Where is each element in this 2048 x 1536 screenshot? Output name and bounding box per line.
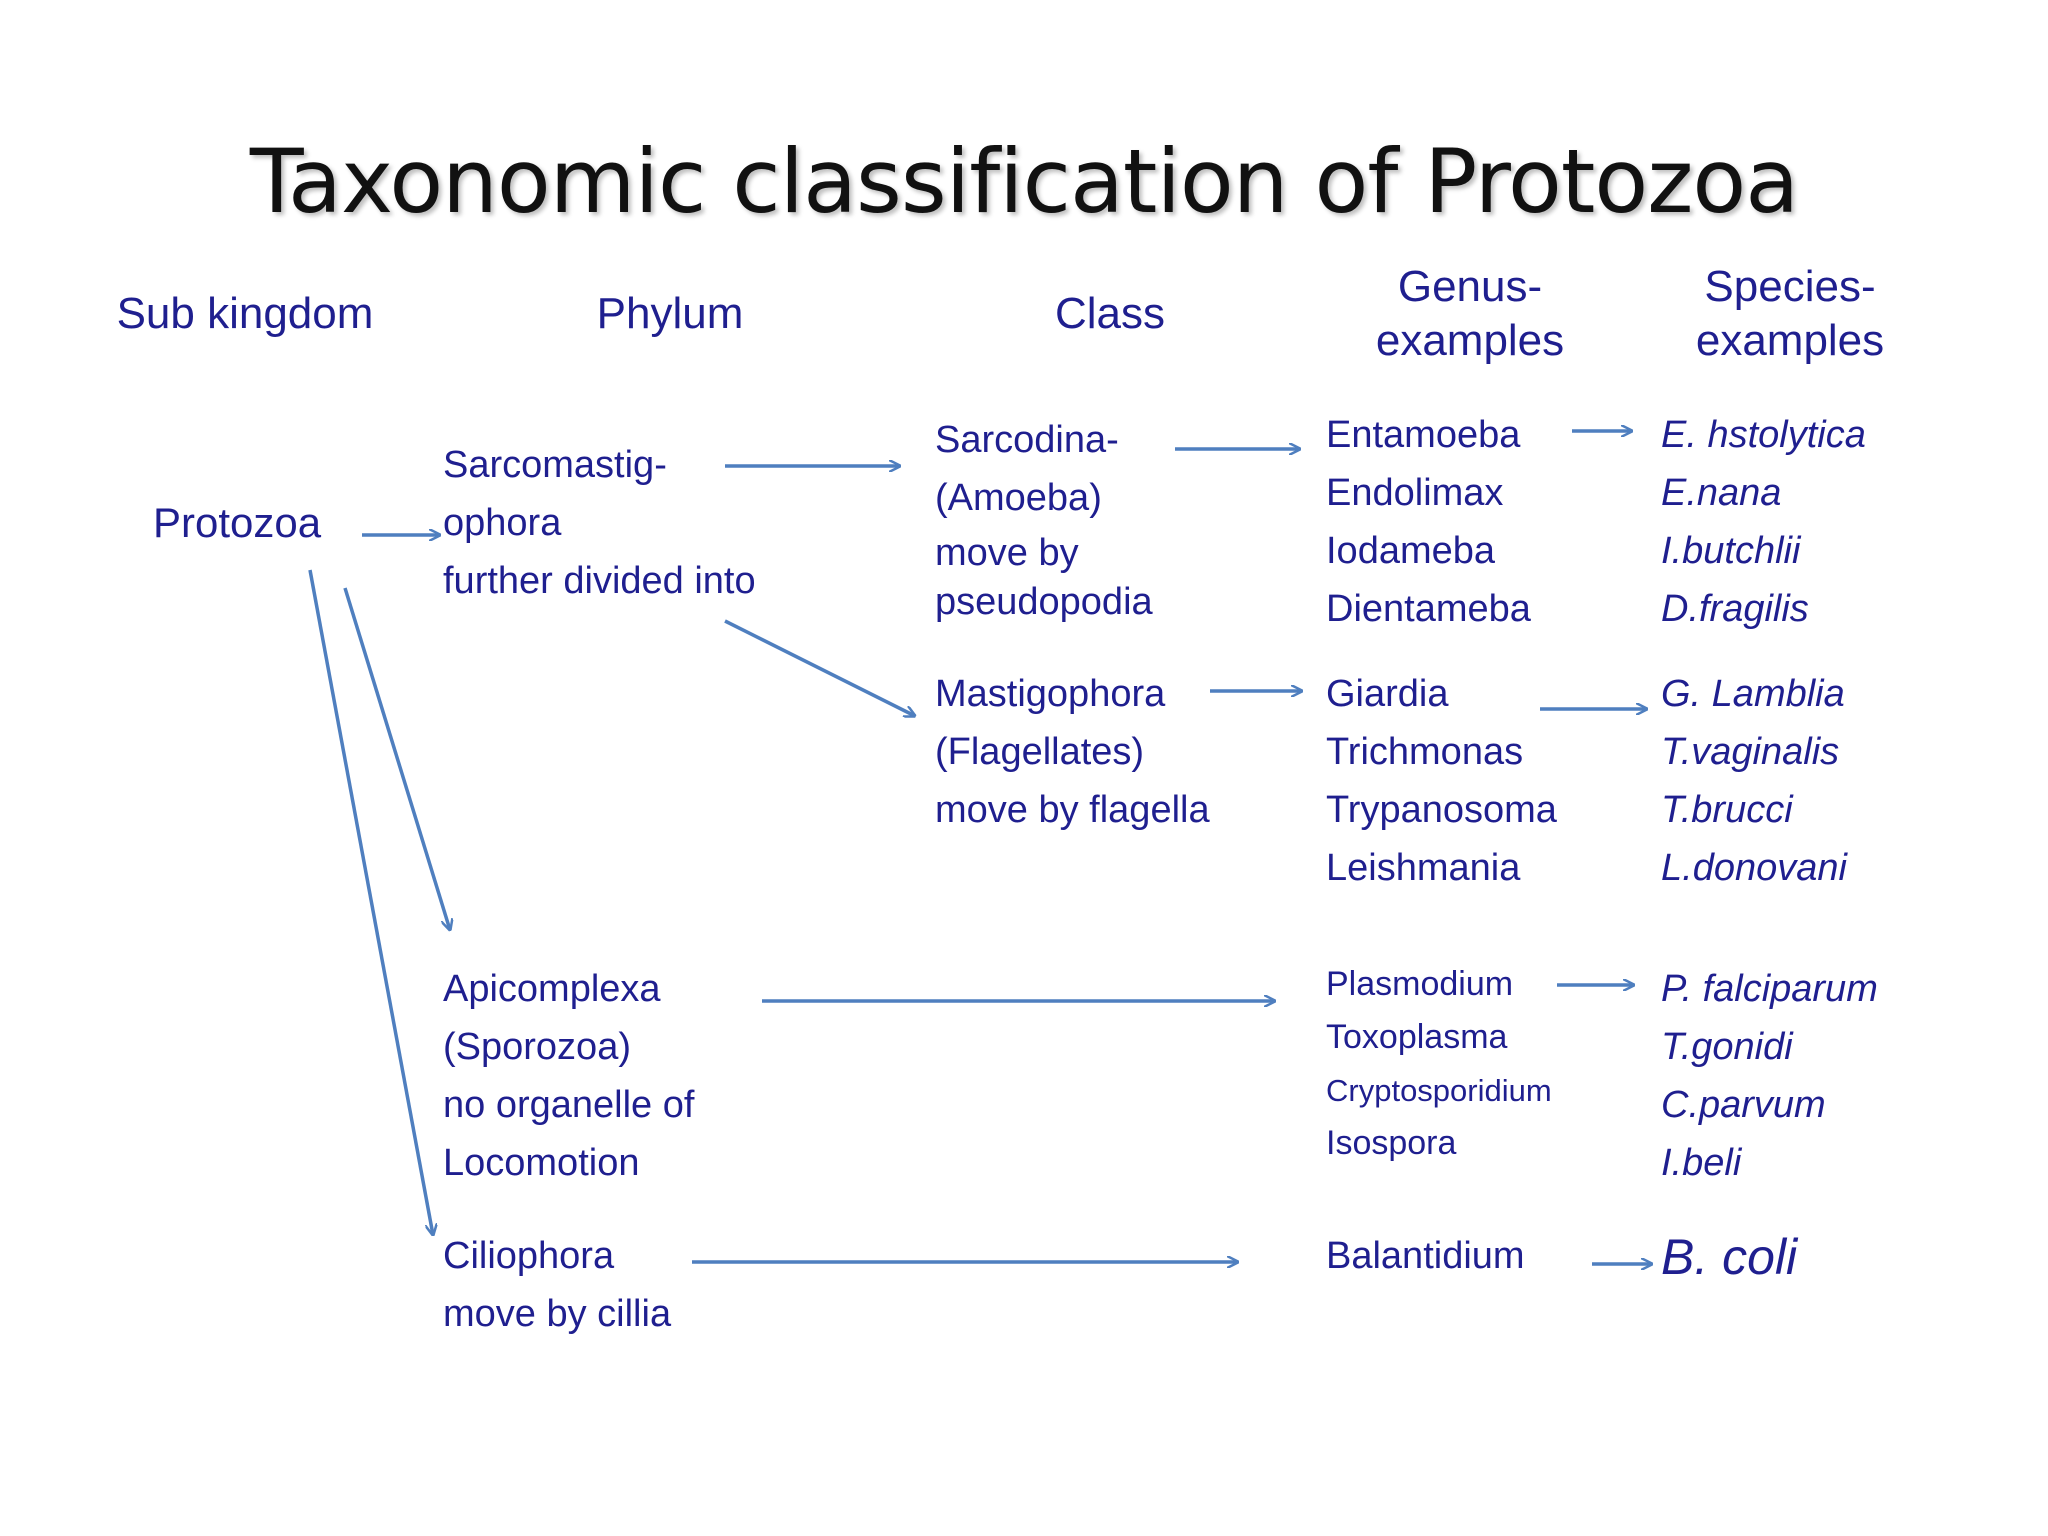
- species-item: E.nana: [1661, 472, 1782, 514]
- class-sarcodina: Sarcodina- (Amoeba) move by pseudopodia: [935, 411, 1153, 625]
- phylum-apicomplexa-line: Locomotion: [443, 1142, 640, 1184]
- genus-item: Endolimax: [1326, 472, 1504, 514]
- phylum-apicomplexa-line: Apicomplexa: [443, 968, 661, 1010]
- phylum-apicomplexa-line: no organelle of: [443, 1084, 695, 1126]
- species-item: L.donovani: [1661, 847, 1847, 889]
- genus-item: Cryptosporidium: [1326, 1073, 1552, 1108]
- species-item: G. Lamblia: [1661, 673, 1845, 715]
- genus-ciliophora: Balantidium: [1326, 1227, 1525, 1285]
- species-item: I.beli: [1661, 1142, 1742, 1184]
- class-sarcodina-line: move by: [935, 532, 1079, 574]
- species-item: E. hstolytica: [1661, 414, 1866, 456]
- phylum-sarcomastigophora: Sarcomastig- ophora further divided into: [443, 436, 756, 610]
- phylum-ciliophora-line: move by cillia: [443, 1293, 672, 1335]
- header-phylum: Phylum: [596, 289, 744, 338]
- class-sarcodina-line: Sarcodina-: [935, 419, 1119, 461]
- header-subkingdom: Sub kingdom: [116, 289, 374, 338]
- species-sarcodina: E. hstolytica E.nana I.butchlii D.fragil…: [1661, 406, 1866, 638]
- species-item: C.parvum: [1661, 1084, 1826, 1126]
- species-item: P. falciparum: [1661, 968, 1878, 1010]
- genus-item: Leishmania: [1326, 847, 1521, 889]
- header-genus-line2: examples: [1375, 316, 1565, 365]
- species-item: I.butchlii: [1661, 530, 1801, 572]
- genus-item: Plasmodium: [1326, 965, 1514, 1003]
- species-item: D.fragilis: [1661, 588, 1809, 630]
- class-sarcodina-line: pseudopodia: [935, 581, 1153, 623]
- arrow-protozoa-to-apicomplexa: [343, 587, 450, 930]
- genus-item: Giardia: [1326, 673, 1449, 715]
- genus-item: Entamoeba: [1326, 414, 1521, 456]
- header-species: Species- examples: [1620, 260, 1960, 368]
- phylum-ciliophora-line: Ciliophora: [443, 1235, 615, 1277]
- phylum-sarcomastigophora-line: ophora: [443, 502, 562, 544]
- header-class: Class: [1054, 289, 1166, 338]
- header-genus-line1: Genus-: [1397, 262, 1543, 311]
- species-item: T.gonidi: [1661, 1026, 1793, 1068]
- class-mastigophora-line: Mastigophora: [935, 673, 1166, 715]
- phylum-sarcomastigophora-line: Sarcomastig-: [443, 444, 667, 486]
- genus-apicomplexa: Plasmodium Toxoplasma Cryptosporidium Is…: [1326, 958, 1552, 1170]
- genus-item: Trichmonas: [1326, 731, 1524, 773]
- class-sarcodina-line: (Amoeba): [935, 477, 1102, 519]
- phylum-ciliophora: Ciliophora move by cillia: [443, 1227, 671, 1343]
- genus-sarcodina: Entamoeba Endolimax Iodameba Dientameba: [1326, 406, 1531, 638]
- header-species-line2: examples: [1695, 316, 1885, 365]
- subkingdom-protozoa: Protozoa: [153, 499, 322, 546]
- species-apicomplexa: P. falciparum T.gonidi C.parvum I.beli: [1661, 960, 1878, 1192]
- genus-item: Trypanosoma: [1326, 789, 1557, 831]
- header-genus: Genus- examples: [1300, 260, 1640, 368]
- phylum-sarcomastigophora-line: further divided into: [443, 560, 756, 602]
- genus-item: Iodameba: [1326, 530, 1496, 572]
- arrow-sarcomastigophora-to-mastigophora: [724, 619, 915, 716]
- species-mastigophora: G. Lamblia T.vaginalis T.brucci L.donova…: [1661, 665, 1847, 897]
- species-item: T.brucci: [1661, 789, 1793, 831]
- phylum-apicomplexa-line: (Sporozoa): [443, 1026, 631, 1068]
- genus-item: Balantidium: [1326, 1235, 1525, 1277]
- class-mastigophora-line: (Flagellates): [935, 731, 1145, 773]
- species-ciliophora: B. coli: [1661, 1229, 1798, 1285]
- genus-item: Dientameba: [1326, 588, 1531, 630]
- species-item: T.vaginalis: [1661, 731, 1840, 773]
- header-species-line1: Species-: [1704, 262, 1876, 311]
- page-title: Taxonomic classification of Protozoa: [249, 130, 1799, 233]
- genus-mastigophora: Giardia Trichmonas Trypanosoma Leishmani…: [1326, 665, 1557, 897]
- class-mastigophora-line: move by flagella: [935, 789, 1210, 831]
- phylum-apicomplexa: Apicomplexa (Sporozoa) no organelle of L…: [443, 960, 694, 1192]
- genus-item: Toxoplasma: [1326, 1018, 1508, 1056]
- arrow-protozoa-to-ciliophora: [308, 569, 433, 1235]
- class-mastigophora: Mastigophora (Flagellates) move by flage…: [935, 665, 1210, 839]
- genus-item: Isospora: [1326, 1124, 1457, 1162]
